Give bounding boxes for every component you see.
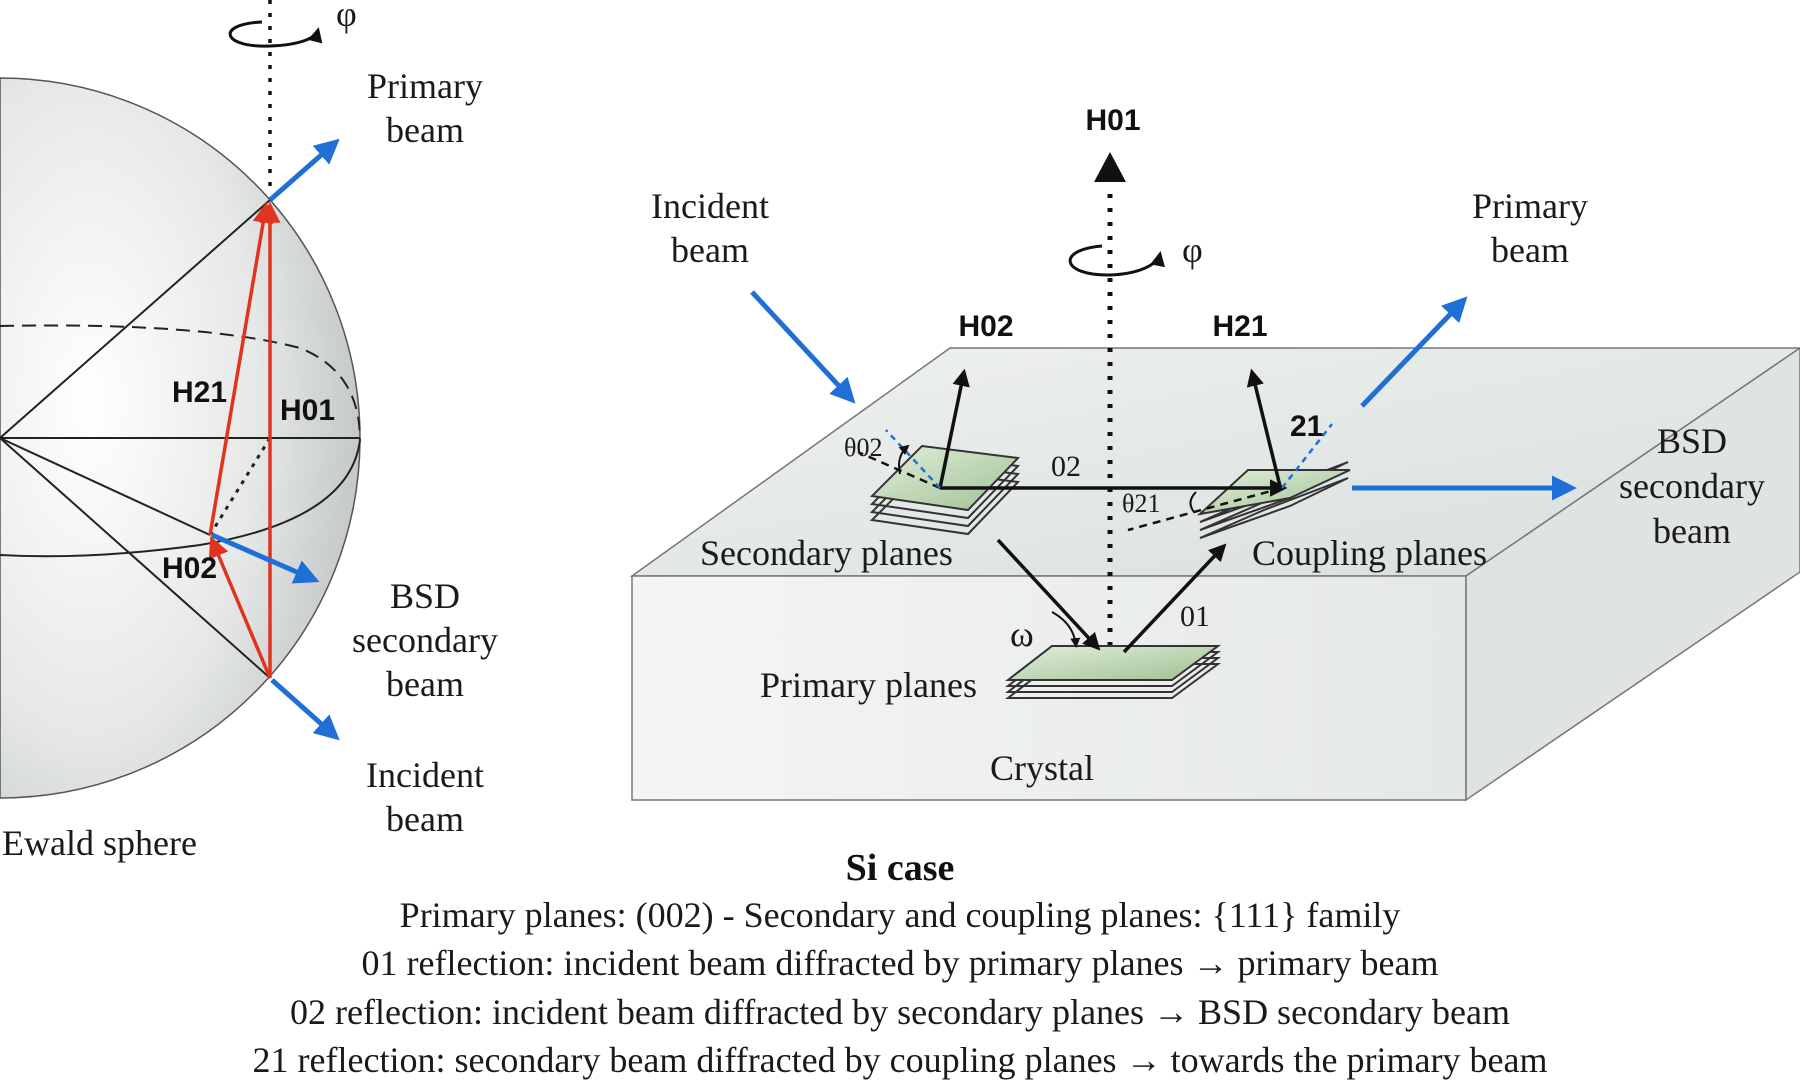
crystal-primary-beam-arrow: [1360, 296, 1468, 408]
crystal-h01-label: H01: [1085, 104, 1140, 137]
ewald-sphere-panel: φ Primary beam H21 H01 H02 BSD secondary…: [0, 0, 498, 863]
ewald-h02-label: H02: [162, 552, 217, 585]
ewald-bsd-beam-arrow: [210, 532, 320, 584]
ewald-cone-line-mid: [0, 437, 211, 536]
crystal-incident-label-2: beam: [671, 230, 749, 270]
ewald-h01-label: H01: [280, 394, 335, 427]
crystal-h01-arrowhead: [1094, 152, 1126, 182]
ewald-rotation-arrow: [228, 20, 323, 48]
omega-label: ω: [1010, 614, 1034, 654]
caption-line-4: 21 reflection: secondary beam diffracted…: [253, 1040, 1548, 1080]
crystal-label: Crystal: [990, 748, 1094, 788]
ewald-h21-label: H21: [172, 376, 227, 409]
crystal-bsd-label-1: BSD: [1657, 421, 1727, 461]
crystal-rotation-arrow: [1068, 244, 1165, 277]
ewald-incident-label-1: Incident: [366, 755, 484, 795]
crystal-h21-vector: [1246, 368, 1282, 487]
caption-title: Si case: [846, 847, 955, 889]
crystal-panel: H01 φ Incident beam Primary beam BSD sec…: [629, 104, 1800, 802]
crystal-primary-beam-label-2: beam: [1491, 230, 1569, 270]
ewald-primary-beam-label-2: beam: [386, 110, 464, 150]
ewald-cone-line-bottom: [0, 437, 271, 679]
caption-line-3: 02 reflection: incident beam diffracted …: [290, 992, 1510, 1032]
theta21-blue-normal: [1281, 423, 1333, 489]
ewald-primary-beam-arrow: [268, 138, 340, 202]
theta02-arc: [898, 444, 910, 475]
ewald-equator-back: [0, 324, 361, 441]
crystal-incident-label-1: Incident: [651, 186, 769, 226]
coupling-planes-label: Coupling planes: [1252, 533, 1487, 573]
ewald-h02-vector: [208, 536, 272, 679]
caption-block: Si case Primary planes: (002) - Secondar…: [253, 847, 1548, 1080]
crystal-bsd-label-3: beam: [1653, 511, 1731, 551]
crystal-primary-beam-label-1: Primary: [1472, 186, 1588, 226]
crystal-incident-beam-arrow: [750, 290, 856, 404]
primary-planes-label: Primary planes: [760, 665, 977, 705]
crystal-01-beam: [1122, 543, 1227, 654]
crystal-secondary-to-primary-beam: [996, 538, 1101, 651]
theta02-blue-normal: [885, 429, 941, 489]
crystal-01-label: 01: [1180, 600, 1210, 633]
ewald-bsd-label-1: BSD: [390, 576, 460, 616]
crystal-h02-vector: [938, 368, 970, 489]
ewald-h21-vector: [208, 201, 274, 536]
crystal-side-face: [1465, 347, 1800, 802]
crystal-21-label: 21: [1290, 410, 1323, 443]
secondary-planes-label: Secondary planes: [700, 533, 953, 573]
caption-line-1: Primary planes: (002) - Secondary and co…: [400, 895, 1401, 935]
theta21-label: θ21: [1122, 489, 1160, 518]
ewald-incident-beam-arrow: [270, 678, 340, 741]
ewald-bsd-label-3: beam: [386, 664, 464, 704]
theta02-label: θ02: [844, 433, 882, 462]
ewald-phi-label: φ: [336, 0, 357, 34]
ewald-bsd-label-2: secondary: [352, 620, 498, 660]
crystal-h02-label: H02: [958, 310, 1013, 343]
ewald-equator-front: [0, 439, 361, 558]
ewald-sphere-label: Ewald sphere: [2, 823, 197, 863]
crystal-phi-label: φ: [1182, 230, 1203, 270]
caption-line-2: 01 reflection: incident beam diffracted …: [362, 943, 1439, 983]
omega-arc: [1051, 611, 1081, 648]
crystal-h21-label: H21: [1212, 310, 1267, 343]
theta21-dashed-line: [1127, 486, 1283, 532]
theta21-arc: [1189, 491, 1197, 513]
secondary-planes-stack: [869, 444, 1021, 536]
primary-planes-stack: [1005, 645, 1222, 699]
ewald-incident-label-2: beam: [386, 799, 464, 839]
crystal-bsd-label-2: secondary: [1619, 466, 1765, 506]
crystal-02-label: 02: [1051, 450, 1081, 483]
ewald-primary-beam-label-1: Primary: [367, 66, 483, 106]
ewald-cone-line-top: [0, 199, 271, 439]
